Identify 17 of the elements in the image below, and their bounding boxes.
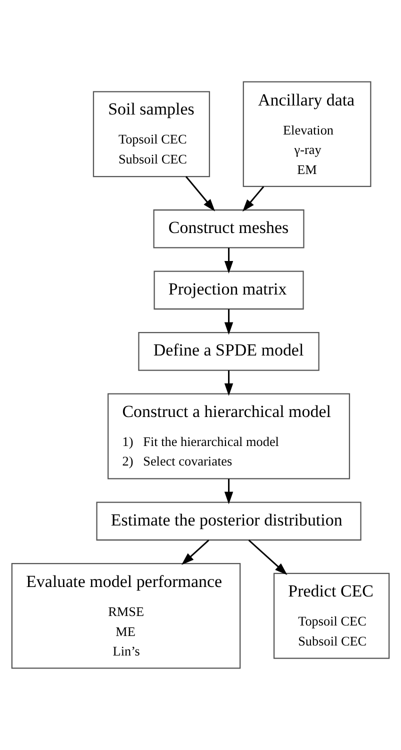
node-box: Construct meshes <box>153 209 304 248</box>
arrow <box>242 186 264 212</box>
arrow <box>224 370 234 396</box>
node-box: Define a SPDE model <box>138 332 320 371</box>
node-box: Estimate the posterior distribution <box>96 502 362 541</box>
node-box: Projection matrix <box>154 270 304 310</box>
arrow <box>248 540 288 575</box>
node-box: Soil samples Topsoil CEC Subsoil CEC <box>92 91 210 178</box>
arrow <box>224 478 234 504</box>
arrow <box>185 176 216 212</box>
arrow <box>182 540 210 565</box>
node-box: Predict CEC Topsoil CEC Subsoil CEC <box>273 572 390 659</box>
arrow <box>224 309 234 335</box>
node-box: Evaluate model performance RMSE ME Lin’s <box>11 563 241 669</box>
node-box: Ancillary data Elevation γ-ray EM <box>242 81 372 187</box>
arrow <box>224 248 234 274</box>
node-box: Construct a hierarchical model 1) Fit the hierarchical model 2) Select covariates <box>108 393 350 480</box>
